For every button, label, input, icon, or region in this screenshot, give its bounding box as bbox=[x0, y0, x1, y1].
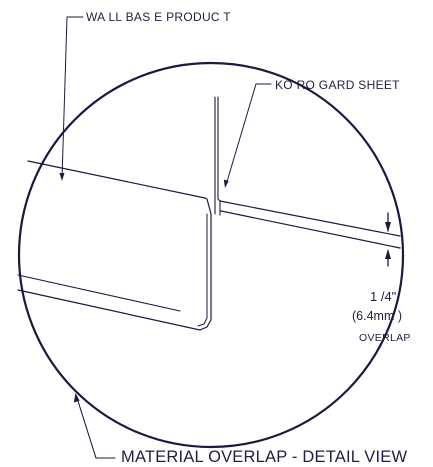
diagram-title: MATERIAL OVERLAP - DETAIL VIEW bbox=[121, 448, 408, 466]
korogard-sheet-top bbox=[219, 200, 401, 237]
dimension-arrow-lower-icon bbox=[385, 249, 391, 259]
korogard-sheet-label: KO RO GARD SHEET bbox=[275, 78, 400, 92]
title-leader-arrow-icon bbox=[73, 393, 80, 403]
wall-base-leader bbox=[61, 16, 84, 180]
dimension-arrow-upper-icon bbox=[385, 222, 391, 232]
korogard-sheet-bottom bbox=[220, 210, 401, 249]
title-leader bbox=[76, 397, 116, 459]
wall-base-product-label: WA LL BAS E PRODUC T bbox=[86, 10, 231, 24]
wall-base-top-edge bbox=[27, 160, 206, 199]
korogard-bend bbox=[214, 198, 221, 216]
dimension-mm-label: (6.4mm ) bbox=[352, 309, 402, 323]
korogard-leader bbox=[225, 83, 272, 186]
wall-base-bottom-line bbox=[17, 274, 181, 312]
detail-circle bbox=[17, 61, 405, 449]
overlap-label: OVERLAP bbox=[359, 332, 411, 344]
dimension-inch-label: 1 /4" bbox=[370, 289, 397, 304]
wall-base-return-edge bbox=[17, 197, 212, 331]
wall-base-return-inner bbox=[197, 213, 208, 327]
korogard-leader-arrow-icon bbox=[223, 179, 229, 188]
wall-base-leader-arrow-icon bbox=[59, 173, 65, 181]
